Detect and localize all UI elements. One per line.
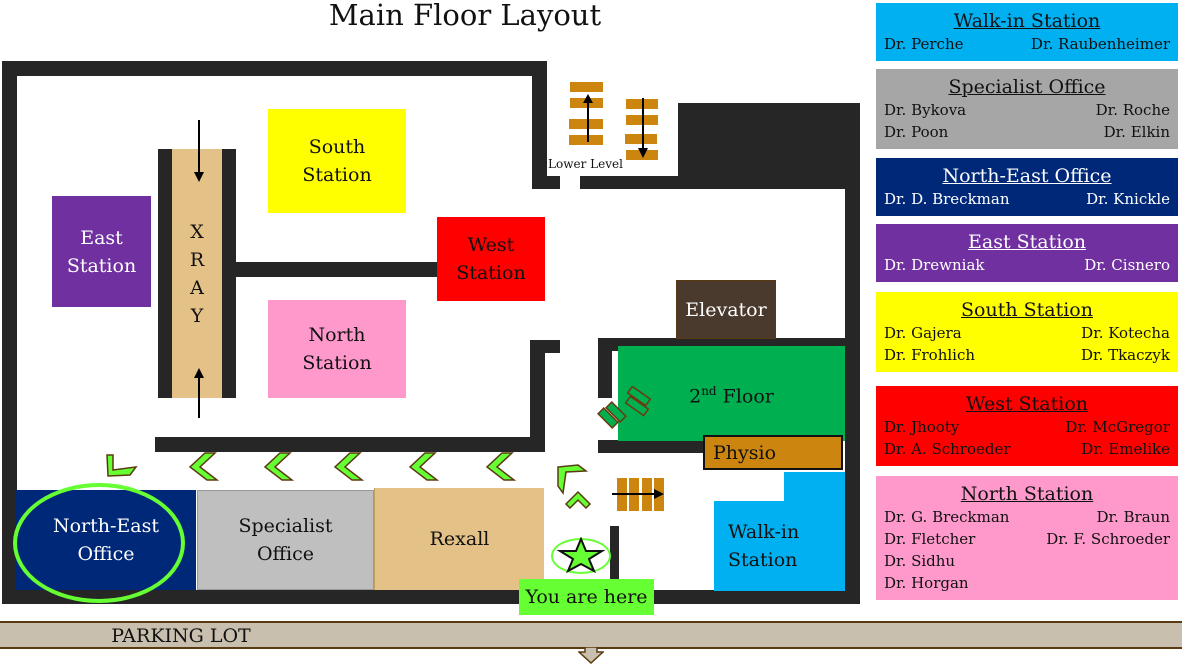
- doctor-name: Dr. Elkin: [1103, 123, 1170, 141]
- chevron-left-icon: [485, 452, 517, 481]
- xray-letter: X: [190, 220, 204, 243]
- wall: [532, 61, 547, 189]
- legend-west-station: West Station Dr. Jhooty Dr. McGregor Dr.…: [876, 386, 1178, 466]
- xray-letter: Y: [190, 304, 204, 327]
- doctor-name: Dr. Bykova: [884, 101, 967, 119]
- chevron-left-icon: [408, 452, 440, 481]
- legend-north-east-office: North-East Office Dr. D. Breckman Dr. Kn…: [876, 158, 1178, 216]
- path-arrows: [106, 452, 592, 510]
- doctor-name: Dr. McGregor: [1065, 418, 1170, 436]
- wall: [598, 440, 708, 453]
- arrow-right-icon: [612, 489, 664, 499]
- chevron-left-icon: [333, 452, 365, 481]
- doctor-name: Dr. Gajera: [884, 324, 962, 342]
- doctor-name: Dr. Cisnero: [1084, 256, 1170, 274]
- doctor-name: [1027, 550, 1170, 572]
- you-are-here-label: You are here: [519, 579, 654, 615]
- chevron-down-left-icon: [106, 454, 138, 477]
- wall: [222, 262, 440, 277]
- doctor-name: Dr. Kotecha: [1081, 324, 1170, 342]
- room-xray[interactable]: X R A Y: [172, 149, 222, 398]
- doctor-name: Dr. Emelike: [1081, 440, 1170, 458]
- arrow-up-icon: [583, 94, 593, 142]
- page-title: Main Floor Layout: [328, 0, 602, 32]
- doctor-name: Dr. Poon: [884, 123, 949, 141]
- room-elevator[interactable]: Elevator: [676, 280, 776, 339]
- wall: [155, 437, 545, 452]
- wall: [530, 340, 545, 452]
- doctor-name: Dr. Horgan: [884, 574, 969, 592]
- doctor-name: Dr. Braun: [1096, 508, 1170, 526]
- arrow-down-icon: [638, 98, 648, 158]
- room-rexall[interactable]: Rexall: [374, 488, 544, 590]
- wall: [610, 526, 619, 592]
- arrow-down-icon: [194, 120, 204, 182]
- legend-specialist-office: Specialist Office Dr. Bykova Dr. Roche D…: [876, 69, 1178, 149]
- room-second-floor[interactable]: 2nd Floor: [618, 346, 845, 441]
- highlight-ring: [13, 483, 185, 603]
- wall: [532, 176, 560, 189]
- doctor-name: Dr. Sidhu: [884, 552, 956, 570]
- room-west-station[interactable]: West Station: [437, 217, 545, 301]
- chevron-left-icon: [188, 452, 220, 481]
- doctor-name: Dr. Knickle: [1086, 190, 1170, 208]
- wall: [530, 340, 560, 353]
- doctor-name: Dr. Raubenheimer: [1030, 35, 1170, 53]
- room-physio[interactable]: Physio: [703, 435, 843, 470]
- chevron-up-icon: [564, 490, 592, 510]
- wall: [845, 103, 860, 603]
- doctor-name: Dr. Fletcher: [884, 530, 976, 548]
- room-south-station[interactable]: South Station: [268, 109, 406, 213]
- doctor-name: Dr. Perche: [884, 35, 964, 53]
- doctor-name: Dr. Frohlich: [884, 346, 976, 364]
- legend-walk-in-station: Walk-in Station Dr. Perche Dr. Raubenhei…: [876, 3, 1178, 61]
- room-walk-in-station[interactable]: Walk-in Station: [714, 501, 845, 591]
- doctor-name: Dr. D. Breckman: [884, 190, 1010, 208]
- room-specialist-office[interactable]: Specialist Office: [197, 490, 374, 590]
- doctor-name: Dr. G. Breckman: [884, 508, 1010, 526]
- legend-east-station: East Station Dr. Drewniak Dr. Cisnero: [876, 224, 1178, 282]
- doctor-name: Dr. Tkaczyk: [1081, 346, 1170, 364]
- chevron-up-left-icon: [557, 464, 589, 495]
- wall: [652, 590, 860, 604]
- wall: [158, 149, 172, 398]
- wall: [2, 61, 17, 604]
- wall: [598, 338, 612, 398]
- doctor-name: Dr. A. Schroeder: [884, 440, 1011, 458]
- wall: [2, 61, 547, 76]
- room-walk-in-station-top: [784, 472, 845, 502]
- stairs-second-floor-icon[interactable]: [594, 386, 658, 438]
- xray-letter: R: [189, 248, 205, 271]
- legend-north-station: North Station Dr. G. Breckman Dr. Braun …: [876, 476, 1178, 600]
- xray-letter: A: [190, 276, 204, 299]
- room-east-station[interactable]: East Station: [52, 196, 151, 307]
- star-icon: [556, 537, 606, 573]
- doctor-name: Dr. Jhooty: [884, 418, 960, 436]
- arrow-down-icon: [578, 647, 604, 664]
- doctor-name: Dr. Roche: [1095, 101, 1170, 119]
- legend-south-station: South Station Dr. Gajera Dr. Kotecha Dr.…: [876, 292, 1178, 372]
- room-north-station[interactable]: North Station: [268, 300, 406, 398]
- chevron-left-icon: [263, 452, 295, 481]
- wall: [678, 103, 860, 189]
- doctor-name: Dr. F. Schroeder: [1046, 530, 1170, 548]
- doctor-name: [1027, 572, 1170, 594]
- parking-lot-bar[interactable]: PARKING LOT: [0, 621, 1182, 649]
- lower-level-label: Lower Level: [548, 157, 623, 171]
- arrow-up-icon: [194, 368, 204, 418]
- doctor-name: Dr. Drewniak: [884, 256, 985, 274]
